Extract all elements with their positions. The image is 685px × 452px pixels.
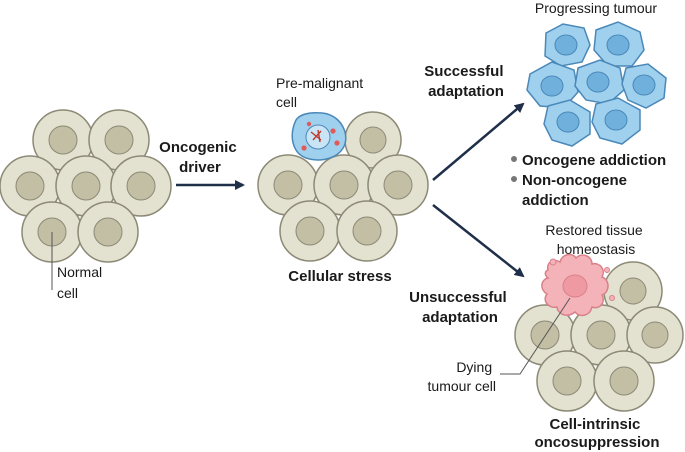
normal-cell [344,111,402,169]
dying-tumour-cell-label: Dying tumour cell [428,359,496,394]
normal-cell [88,109,150,171]
normal-cell-cluster [0,109,172,263]
oncosuppression-cluster [514,253,684,412]
normal-cell [313,154,375,216]
progressing-tumour-label: Progressing tumour [535,0,658,16]
oncogenic-driver-label: Oncogenic driver [159,139,241,176]
tumour-cell [591,97,641,145]
cell-intrinsic-oncosuppression-label: Cell-intrinsic oncosuppression [534,416,659,451]
stressed-cell-cluster [257,111,429,262]
normal-cell [626,306,684,364]
cellular-stress-label: Cellular stress [288,268,391,285]
normal-cell-label: Normal cell [57,264,106,301]
normal-cell [55,155,117,217]
restored-homeostasis-label: Restored tissue homeostasis [545,222,646,257]
normal-cell [367,154,429,216]
unsuccessful-adaptation-label: Unsuccessful adaptation [409,289,511,326]
normal-cell [77,201,139,263]
dying-tumour-cell-leader [500,297,571,375]
successful-adaptation-label: Successful adaptation [424,63,507,100]
pre-malignant-cell-label: Pre-malignant cell [276,75,367,110]
addiction-list: Oncogene addiction Non-oncogene addictio… [511,152,666,209]
normal-cell [336,200,398,262]
unsuccessful-adaptation-arrow [432,204,525,278]
normal-cell [536,350,598,412]
normal-cell [32,109,94,171]
tumour-cell [574,59,625,105]
tumour-cell [621,63,667,109]
tumour-cell [593,21,645,67]
normal-cell [279,200,341,262]
non-oncogene-addiction-item: Non-oncogene addiction [522,172,631,209]
progressing-tumour-cluster [526,21,667,147]
normal-cell [603,261,663,321]
dying-tumour-cell [541,253,615,317]
tumour-cell [543,99,591,147]
pre-malignant-cell [291,112,347,161]
normal-cell [110,155,172,217]
tumour-cell [526,61,579,109]
oncogene-addiction-item: Oncogene addiction [522,152,666,169]
tumour-cell [544,23,591,67]
successful-adaptation-arrow [432,102,525,181]
normal-cell [593,350,655,412]
